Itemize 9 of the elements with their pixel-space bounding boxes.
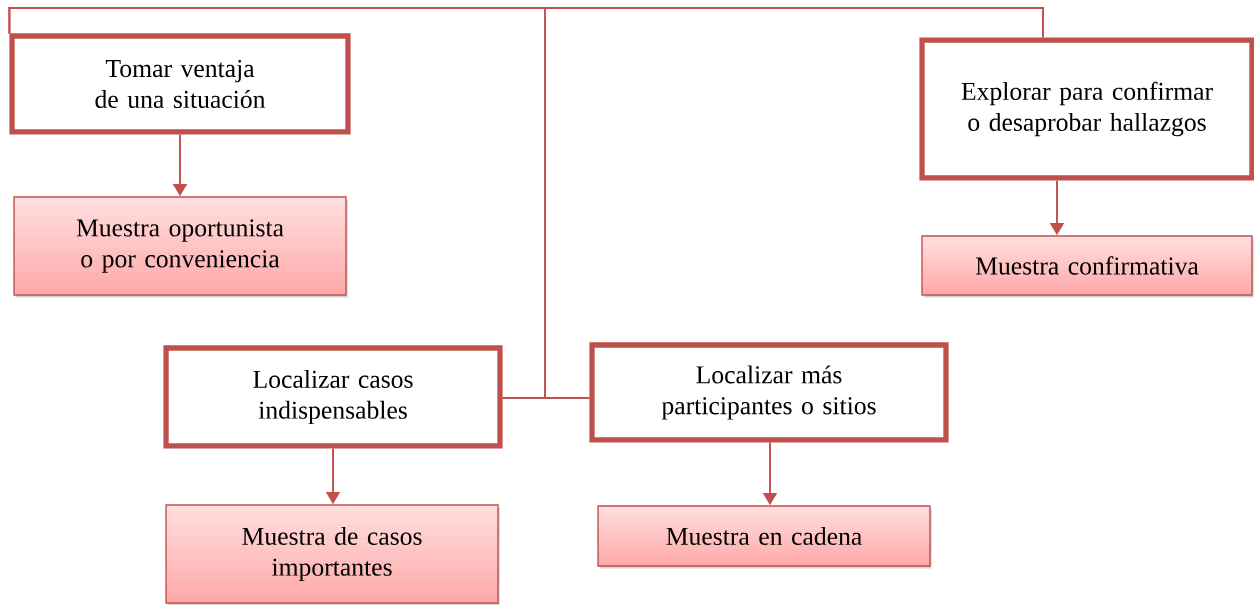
process-box: Localizar más participantes o sitios: [589, 342, 949, 443]
process-box: Explorar para confirmar o desaprobar hallazgos: [919, 37, 1254, 181]
result-box: Muestra en cadena: [597, 505, 932, 569]
process-box: Tomar ventaja de una situación: [9, 33, 351, 135]
process-box: Localizar casos indispensables: [163, 345, 503, 449]
result-box: Muestra oportunista o por conveniencia: [13, 196, 348, 298]
result-box: Muestra de casos importantes: [165, 504, 500, 605]
connector-line: [8, 7, 546, 399]
result-box: Muestra confirmativa: [921, 235, 1254, 298]
